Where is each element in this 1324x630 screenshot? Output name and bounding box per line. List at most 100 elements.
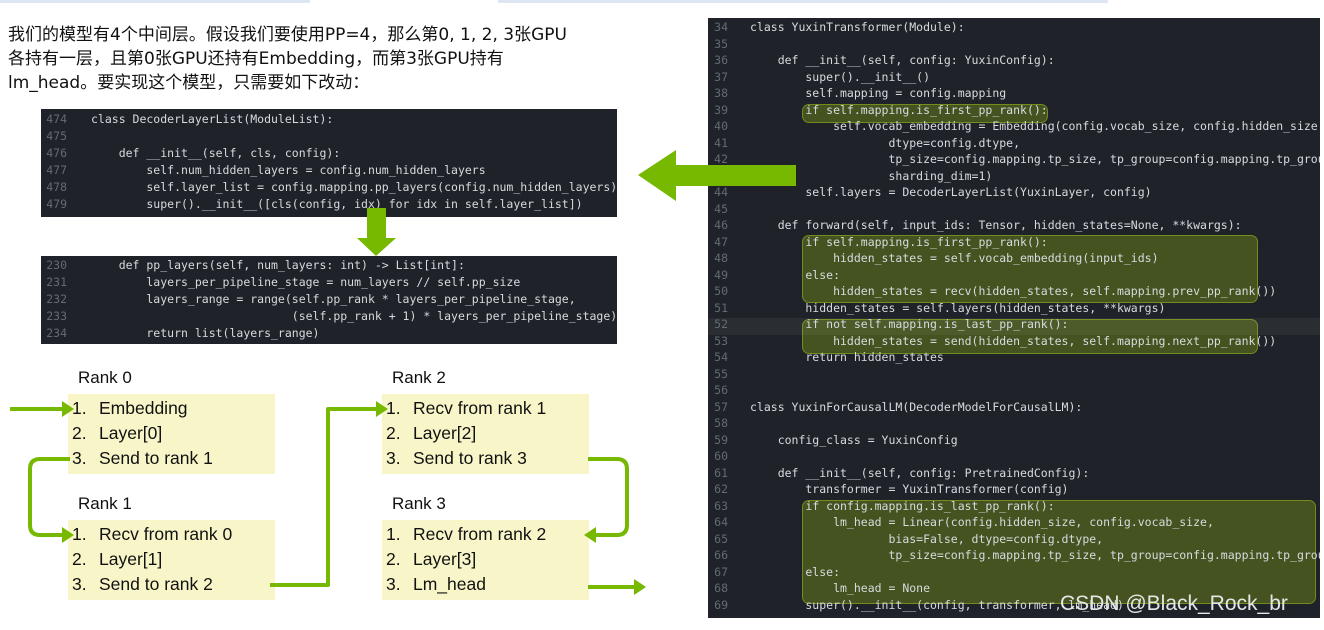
code-text: def pp_layers(self, num_layers: int) -> … (91, 258, 465, 272)
code-text: if self.mapping.is_first_pp_rank(): (750, 102, 1048, 117)
code-text: lm_head = Linear(config.hidden_size, con… (750, 515, 1214, 529)
line-number: 233 (46, 309, 67, 323)
code-text: tp_size=config.mapping.tp_size, tp_group… (750, 152, 1320, 166)
line-number: 479 (46, 197, 67, 211)
code-line: 233 (self.pp_rank + 1) * layers_per_pipe… (41, 308, 617, 325)
step-number: 3. (72, 448, 87, 468)
line-number: 231 (46, 275, 67, 289)
line-number: 476 (46, 146, 67, 160)
rank-step: 2.Layer[2] (382, 421, 589, 446)
line-number: 41 (714, 135, 728, 150)
highlight-forward-recv (802, 235, 1258, 303)
line-number: 477 (46, 163, 67, 177)
line-number: 475 (46, 129, 67, 143)
code-text: return list(layers_range) (91, 326, 320, 340)
code-text: self.mapping = config.mapping (750, 86, 1007, 100)
rank-step: 3.Send to rank 3 (382, 446, 589, 471)
rank-step: 1.Recv from rank 2 (382, 522, 589, 547)
code-snippet-pp-layers: 230 def pp_layers(self, num_layers: int)… (41, 256, 617, 344)
line-number: 55 (714, 366, 728, 381)
line-number: 35 (714, 36, 728, 51)
code-line: 65 bias=False, dtype=config.dtype, (708, 531, 1320, 548)
rank-step: 2.Layer[3] (382, 547, 589, 572)
code-line: 37 super().__init__() (708, 69, 1320, 86)
rank-0-title: Rank 0 (78, 368, 132, 387)
code-line: 52 if not self.mapping.is_last_pp_rank()… (708, 316, 1320, 333)
code-line: 56 (708, 382, 1320, 399)
rank1-recv-arrowhead-icon (62, 527, 74, 543)
line-number: 47 (714, 234, 728, 249)
step-number: 3. (386, 574, 401, 594)
line-number: 69 (714, 597, 728, 612)
rank-step: 1.Embedding (68, 396, 275, 421)
code-text: return hidden_states (750, 350, 944, 364)
code-line: 46 def forward(self, input_ids: Tensor, … (708, 217, 1320, 234)
line-number: 474 (46, 112, 67, 126)
code-text: if config.mapping.is_last_pp_rank(): (750, 498, 1055, 513)
step-text: Recv from rank 2 (413, 524, 547, 544)
code-text: if self.mapping.is_first_pp_rank(): (750, 234, 1048, 249)
rank-step: 2.Layer[0] (68, 421, 275, 446)
rank-1-title: Rank 1 (78, 494, 132, 513)
step-text: Recv from rank 1 (413, 398, 547, 418)
step-number: 2. (72, 423, 87, 443)
code-line: 41 dtype=config.dtype, (708, 135, 1320, 152)
highlight-first-rank-init (802, 104, 1048, 123)
code-line: 58 (708, 415, 1320, 432)
entry-arrowhead-icon (62, 401, 74, 417)
code-text: class YuxinTransformer(Module): (750, 20, 965, 34)
code-line: 49 else: (708, 267, 1320, 284)
code-text: lm_head = None (750, 581, 931, 595)
line-number: 49 (714, 267, 728, 282)
rank2-recv-arrowhead-icon (376, 401, 388, 417)
code-text: class DecoderLayerList(ModuleList): (91, 112, 334, 126)
step-text: Layer[3] (413, 549, 477, 569)
line-number: 34 (714, 20, 728, 34)
step-text: Send to rank 3 (413, 448, 527, 468)
code-text: config_class = YuxinConfig (750, 432, 958, 447)
line-number: 40 (714, 119, 728, 133)
line-number: 234 (46, 326, 67, 340)
rank-2-title: Rank 2 (392, 368, 446, 387)
code-line: 231 layers_per_pipeline_stage = num_laye… (41, 274, 617, 291)
code-text: sharding_dim=1) (750, 168, 993, 183)
step-text: Send to rank 1 (99, 448, 213, 468)
intro-line-1: 我们的模型有4个中间层。假设我们要使用PP=4，那么第0, 1, 2, 3张GP… (8, 25, 567, 45)
code-line: 47 if self.mapping.is_first_pp_rank(): (708, 234, 1320, 251)
rank-3-title: Rank 3 (392, 494, 446, 513)
line-number: 44 (714, 185, 728, 199)
line-number: 67 (714, 564, 728, 579)
step-number: 1. (72, 524, 87, 544)
code-text: super().__init__() (750, 69, 931, 84)
code-line: 478 self.layer_list = config.mapping.pp_… (41, 179, 617, 196)
code-text: hidden_states = recv(hidden_states, self… (750, 284, 1277, 298)
code-line: 44 self.layers = DecoderLayerList(YuxinL… (708, 184, 1320, 201)
intro-text: 我们的模型有4个中间层。假设我们要使用PP=4，那么第0, 1, 2, 3张GP… (8, 23, 668, 95)
rank-step: 3. Send to rank 1 (68, 446, 275, 471)
code-text: (self.pp_rank + 1) * layers_per_pipeline… (91, 309, 617, 323)
big-left-arrow-icon (638, 150, 796, 201)
exit-arrowhead-icon (634, 579, 646, 595)
step-number: 2. (72, 549, 87, 569)
line-number: 232 (46, 292, 67, 306)
rank-step: 1.Recv from rank 1 (382, 396, 589, 421)
code-line: 474 class DecoderLayerList(ModuleList): (41, 111, 617, 128)
code-text: def __init__(self, config: YuxinConfig): (750, 53, 1055, 67)
code-text: bias=False, dtype=config.dtype, (750, 531, 1104, 546)
code-text: transformer = YuxinTransformer(config) (750, 482, 1069, 496)
current-line (708, 318, 1320, 335)
line-number: 56 (714, 383, 728, 397)
rank1-to-rank2-line (270, 407, 376, 587)
code-text: dtype=config.dtype, (750, 135, 1021, 150)
code-text: self.vocab_embedding = Embedding(config.… (750, 119, 1320, 133)
line-number: 57 (714, 399, 728, 414)
code-line: 54 return hidden_states (708, 349, 1320, 366)
code-line: 59 config_class = YuxinConfig (708, 432, 1320, 449)
code-text: super().__init__([cls(config, idx) for i… (91, 197, 583, 211)
line-number: 230 (46, 258, 67, 272)
